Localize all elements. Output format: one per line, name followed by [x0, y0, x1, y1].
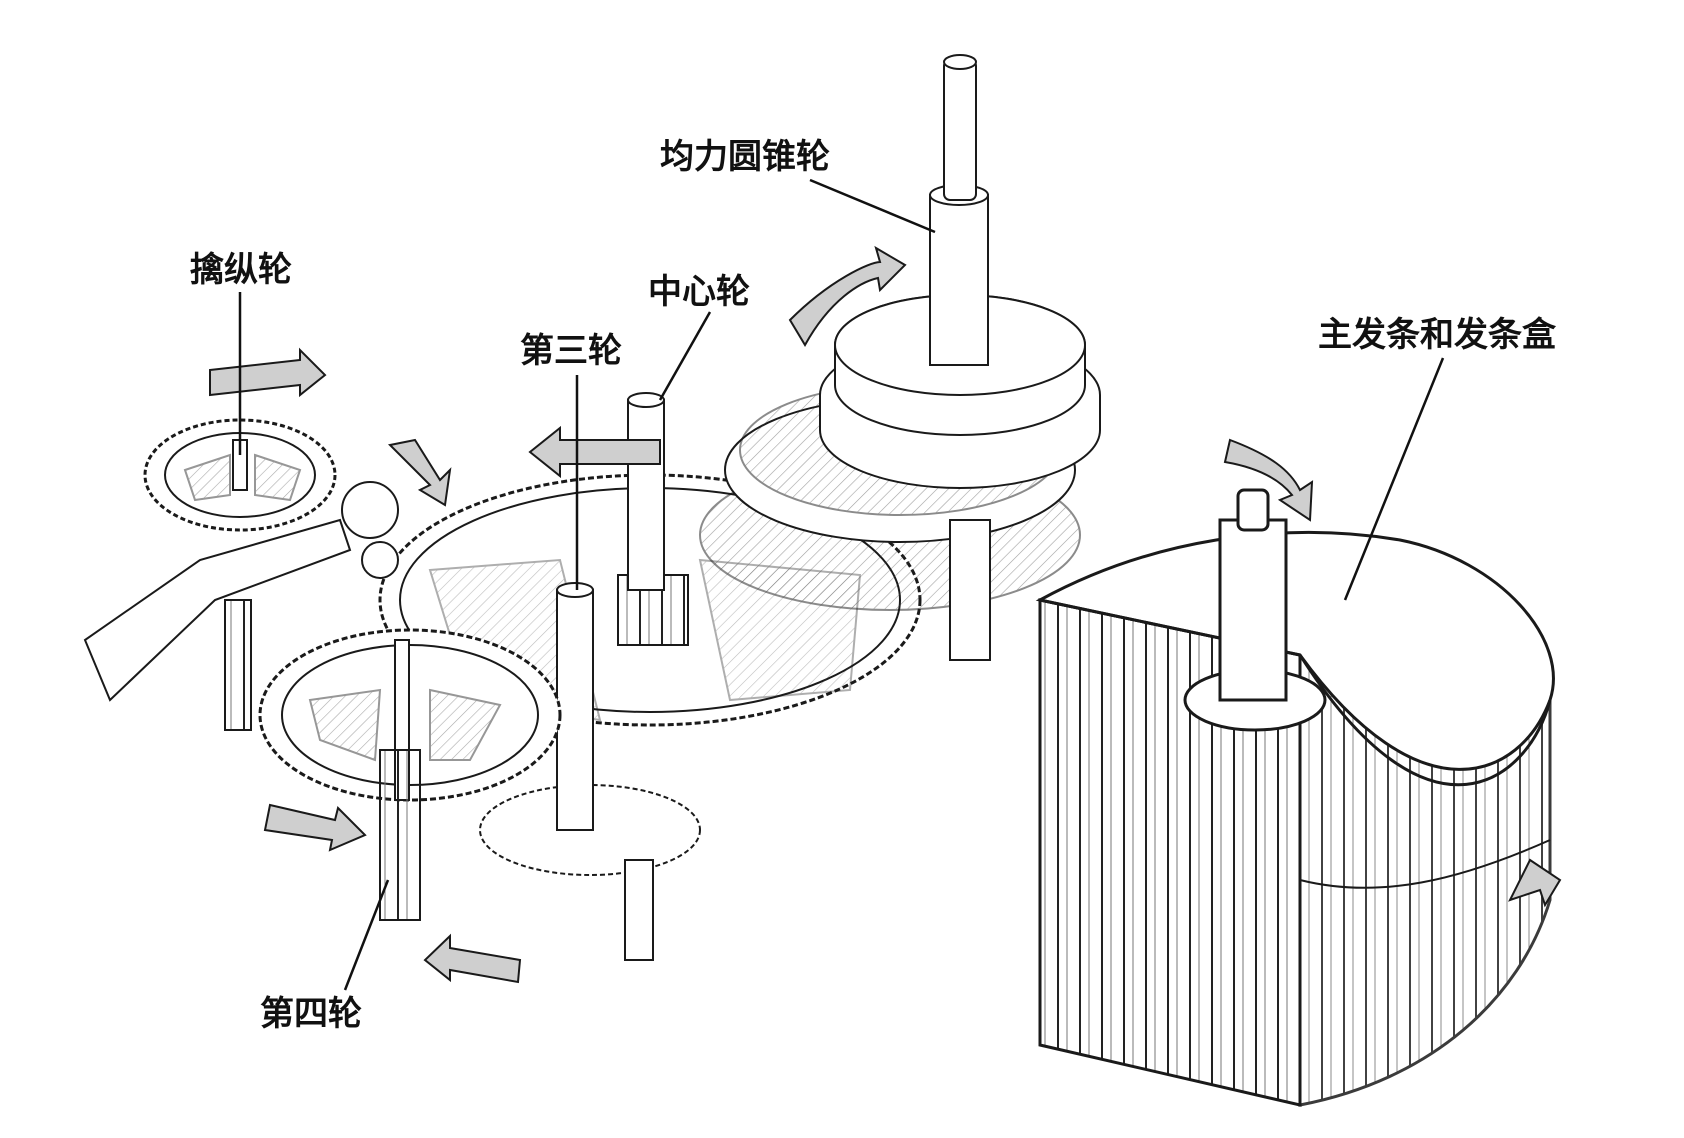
fourth-leader [343, 879, 390, 991]
escape-wheel-arrow [209, 347, 327, 398]
third-wheel-arrow [528, 425, 661, 479]
fusee-label: 均力圆锥轮 [660, 137, 830, 177]
center-wheel-arrow [423, 933, 522, 984]
center-leader [658, 311, 712, 401]
barrel-arrow [1223, 438, 1314, 522]
rotation-arrows [209, 245, 1562, 984]
fusee-arrow [788, 245, 907, 347]
fourth-wheel-label: 第四轮 [260, 994, 362, 1034]
center-wheel-label: 中心轮 [648, 272, 750, 312]
third-wheel-label: 第三轮 [520, 331, 622, 371]
center-arbor-drawing [624, 392, 665, 961]
third-wheel-drawing [479, 574, 701, 876]
escape-wheel-drawing [83, 418, 399, 731]
fourth-wheel-arrow [263, 803, 367, 852]
mainspring-barrel-drawing [1035, 488, 1555, 1107]
barrel-side-arrow [1508, 858, 1562, 908]
mainspring-barrel-label: 主发条和发条盒 [1318, 315, 1556, 355]
fusee-drawing [699, 54, 1101, 661]
fourth-wheel-drawing [258, 628, 562, 921]
escape-wheel-label: 擒纵轮 [190, 250, 292, 290]
escape-lever-arrow [387, 438, 452, 507]
barrel-leader [1343, 357, 1445, 601]
leader-lines [238, 178, 1445, 991]
fusee-leader [809, 178, 936, 234]
